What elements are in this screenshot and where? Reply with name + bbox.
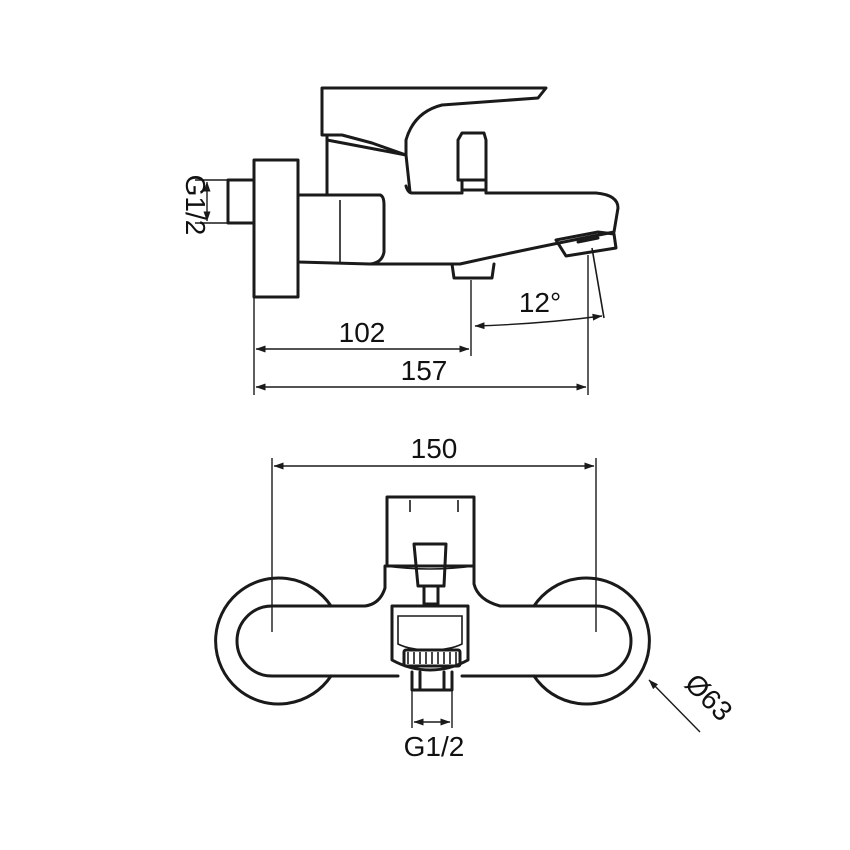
dim-spout-angle-label: 12° [519, 287, 561, 318]
dim-flange-leader [648, 679, 701, 733]
side-spout-tip [554, 230, 618, 258]
front-view-dimensions: 150 G1/2 Ø63 [271, 433, 738, 762]
front-outlet-housing [390, 604, 470, 672]
side-view [226, 86, 620, 319]
side-mixer-body [296, 184, 620, 266]
front-handle-detail [409, 500, 459, 512]
front-right-flange [532, 576, 651, 706]
front-handle-neck [384, 565, 475, 570]
dim-spout-angle-arc [474, 313, 603, 330]
side-view-dimensions: G1/2 102 157 12° [180, 175, 603, 395]
side-handle-lever [320, 86, 548, 157]
side-handle-neck [325, 133, 412, 197]
side-bottom-outlet [450, 262, 496, 280]
front-outlet-connector [410, 670, 454, 692]
dim-overall-depth-label: 157 [401, 355, 448, 386]
front-mixer-body [235, 564, 633, 678]
front-aerator-ring [402, 648, 462, 668]
dim-overall-width-label: 150 [411, 433, 458, 464]
front-view [214, 495, 651, 706]
side-inlet-stub [226, 178, 256, 225]
front-outlet-inner [397, 615, 463, 651]
dim-spout-offset-label: 102 [339, 317, 386, 348]
dim-flange-diameter-label: Ø63 [679, 668, 738, 727]
side-spout-angle-line [591, 247, 605, 319]
side-wall-flange [252, 158, 300, 299]
dim-inlet-label: G1/2 [180, 175, 211, 236]
side-diverter-knob [456, 131, 488, 195]
front-handle-head [385, 495, 476, 568]
dim-outlet-label: G1/2 [404, 731, 465, 762]
front-diverter-knob [412, 542, 448, 606]
front-left-flange [214, 576, 333, 706]
